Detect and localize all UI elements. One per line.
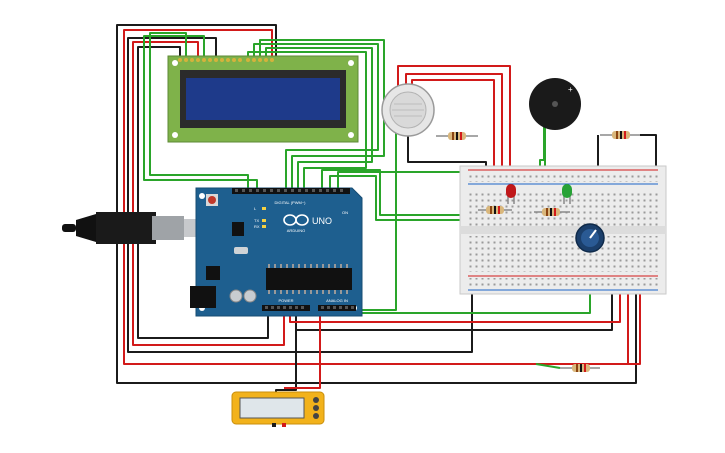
wire-red-meter	[284, 305, 321, 389]
led-green[interactable]	[562, 184, 572, 204]
on-led-label: ON	[342, 210, 348, 215]
lcd-screen	[186, 78, 340, 120]
wire-black-right	[640, 134, 657, 168]
wire-red-sensor-2	[405, 73, 503, 185]
breadboard[interactable]	[459, 165, 667, 295]
dc-power-jack	[190, 286, 216, 308]
multimeter[interactable]	[231, 391, 325, 427]
wire-green-lcd-5	[265, 47, 373, 190]
digital-header-label: DIGITAL (PWM~)	[275, 200, 307, 205]
wire-black-meter	[275, 330, 297, 395]
wire-red-bottom-right	[628, 283, 641, 365]
led-red[interactable]	[506, 184, 516, 204]
tx-label: TX	[254, 218, 259, 223]
wire-green-lcd-2	[143, 35, 258, 190]
board-model-label: UNO	[312, 216, 332, 226]
wire-black-outer	[116, 24, 637, 384]
multimeter-display	[239, 397, 305, 419]
l-led-label: L	[254, 206, 257, 211]
wire-black-4	[295, 283, 613, 331]
resistor-sensor[interactable]	[436, 132, 478, 140]
rx-label: RX	[254, 224, 260, 229]
wire-red-outer	[123, 29, 629, 365]
resistor-buzzer[interactable]	[600, 131, 640, 139]
wire-green-d-1	[321, 169, 478, 216]
analog-header-label: ANALOG IN	[326, 298, 348, 303]
wire-red-sensor-1	[397, 65, 511, 185]
gas-sensor[interactable]	[381, 83, 435, 137]
potentiometer[interactable]	[575, 223, 605, 253]
usb-cable	[62, 212, 196, 244]
resistor-led-green[interactable]	[534, 208, 570, 216]
power-header-label: POWER	[278, 298, 293, 303]
wire-black-3	[137, 46, 269, 339]
wire-red-sensor-3	[411, 79, 495, 185]
wire-green-lcd-4	[259, 39, 385, 190]
svg-text:+: +	[568, 85, 573, 94]
lcd-display-module[interactable]	[167, 55, 359, 143]
wire-black-2	[127, 37, 473, 353]
resistor-led-red[interactable]	[478, 206, 512, 214]
wire-green-lcd-3	[253, 43, 379, 190]
arduino-logo-icon	[283, 214, 309, 226]
arduino-uno-board[interactable]: DIGITAL (PWM~) UNO ARDUINO TX RX L ON	[190, 187, 363, 317]
resistor-bottom[interactable]	[560, 364, 600, 372]
wire-red-2	[132, 41, 285, 346]
wire-green-lcd-6	[247, 51, 367, 190]
wire-green-a0	[352, 110, 397, 311]
wire-green-d-2	[329, 175, 540, 221]
atmega-chip	[266, 268, 352, 290]
piezo-buzzer[interactable]: +	[529, 78, 581, 130]
board-brand-label: ARDUINO	[287, 228, 305, 233]
